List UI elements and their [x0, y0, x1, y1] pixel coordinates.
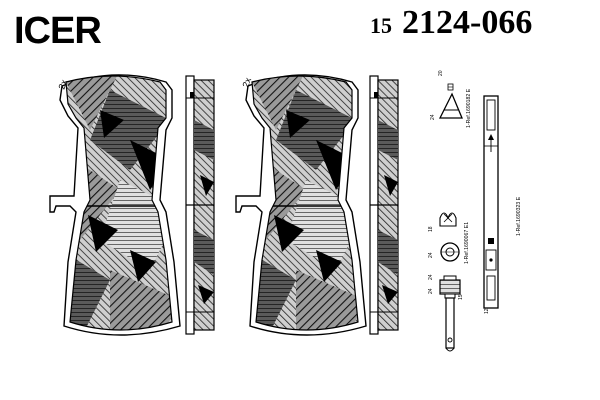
spring-clip	[439, 212, 457, 227]
brake-pad-right-side	[369, 75, 399, 335]
wear-indicator-clip	[438, 83, 463, 119]
brake-pad-right-front	[235, 74, 367, 336]
part-number-code: 2124-066	[402, 4, 533, 41]
dim-20: 20	[438, 70, 444, 76]
qty-label-left: 2x	[56, 78, 69, 91]
dim-24-pin-head: 24	[428, 274, 434, 280]
brake-pad-left-side	[185, 75, 215, 335]
dim-24-top: 24	[430, 114, 436, 120]
part-number-prefix: 15	[370, 13, 392, 38]
dim-12: 12	[484, 308, 490, 314]
dim-24-pin: 24	[428, 288, 434, 294]
retaining-pin	[439, 275, 461, 352]
part-number: 15 2124-066	[370, 6, 532, 46]
ref-label-2: 1-Ref.1690323 E	[516, 196, 522, 236]
ref-label-3: 1-Ref.1690067 E1	[464, 222, 470, 264]
dim-24-washer: 24	[428, 252, 434, 258]
icer-logo: ICER	[14, 10, 102, 52]
washer	[440, 242, 460, 262]
dim-18: 18	[428, 226, 434, 232]
ref-label-1: 1-Ref.1690182 E	[466, 88, 472, 128]
brake-pad-left-front	[49, 74, 181, 336]
qty-label-right: 2x	[240, 76, 253, 89]
dim-15: 15	[458, 294, 464, 300]
retaining-bar	[483, 95, 499, 309]
